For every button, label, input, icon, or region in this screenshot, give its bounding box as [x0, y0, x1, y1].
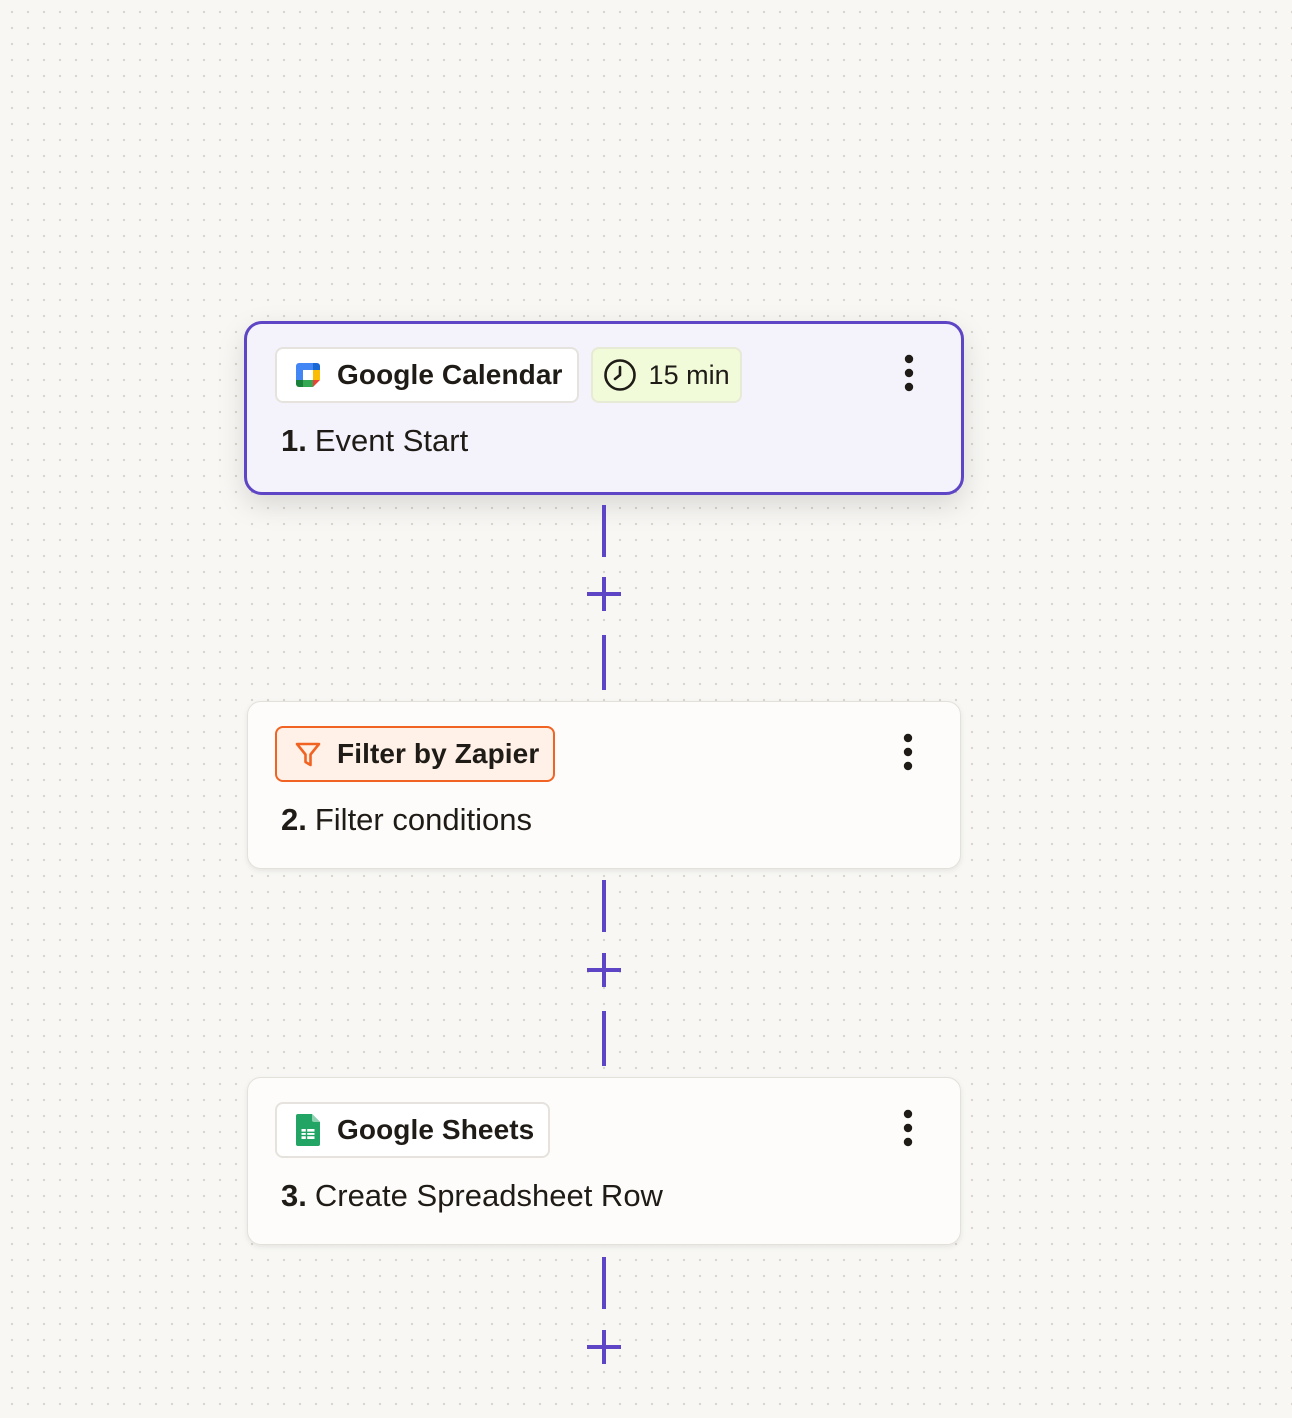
app-name: Google Calendar: [337, 359, 563, 390]
polling-interval-badge: 15 min: [590, 347, 742, 403]
app-chip-google-sheets[interactable]: Google Sheets: [275, 1102, 551, 1158]
filter-icon: [293, 739, 323, 769]
connector-line: [602, 505, 606, 557]
google-sheets-icon: [293, 1114, 323, 1146]
step-title-text: Filter conditions: [314, 802, 532, 837]
step-menu-button[interactable]: [887, 353, 931, 397]
connector-line: [602, 880, 606, 932]
step-title: 1.Event Start: [281, 423, 931, 459]
step-menu-button[interactable]: [886, 1108, 930, 1152]
step-card-3[interactable]: Google Sheets 3.Create Spreadsheet Row: [247, 1077, 961, 1245]
step-card-1[interactable]: Google Calendar 15 min: [244, 321, 964, 495]
google-calendar-icon: [293, 360, 323, 390]
more-vertical-icon: [902, 733, 914, 776]
more-vertical-icon: [902, 1109, 914, 1152]
step-number: 3.: [281, 1178, 307, 1213]
add-step-button[interactable]: [580, 572, 628, 620]
clock-icon: [603, 358, 637, 392]
plus-icon: [587, 576, 621, 616]
app-chip-google-calendar[interactable]: Google Calendar: [275, 347, 579, 403]
add-step-button[interactable]: [580, 1325, 628, 1373]
app-chip-filter-by-zapier[interactable]: Filter by Zapier: [275, 726, 556, 782]
step-menu-button[interactable]: [886, 732, 930, 776]
plus-icon: [587, 1329, 621, 1369]
connector-line: [602, 635, 606, 690]
add-step-button[interactable]: [580, 948, 628, 996]
step-title: 3.Create Spreadsheet Row: [281, 1178, 930, 1214]
step-title: 2.Filter conditions: [281, 802, 930, 838]
plus-icon: [587, 952, 621, 992]
step-number: 1.: [281, 423, 307, 458]
step-title-text: Event Start: [314, 423, 469, 458]
app-name: Filter by Zapier: [337, 738, 540, 769]
app-name: Google Sheets: [337, 1114, 535, 1145]
step-title-text: Create Spreadsheet Row: [314, 1178, 663, 1213]
connector-line: [602, 1011, 606, 1066]
connector-line: [602, 1257, 606, 1309]
polling-interval-text: 15 min: [648, 359, 730, 390]
step-number: 2.: [281, 802, 307, 837]
more-vertical-icon: [903, 354, 915, 397]
step-card-2[interactable]: Filter by Zapier 2.Filter conditions: [247, 701, 961, 869]
